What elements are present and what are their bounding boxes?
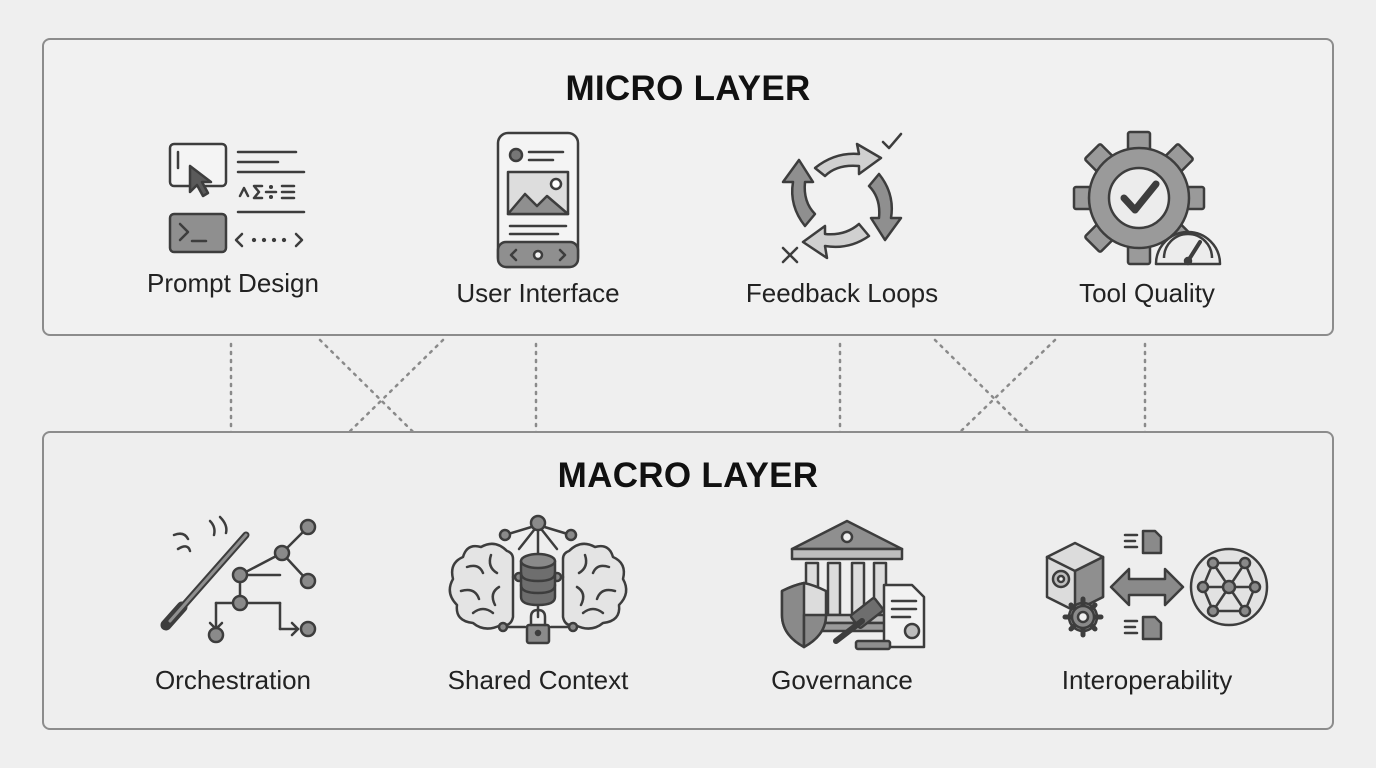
baton-flow-icon (160, 515, 317, 644)
gear-check-gauge-icon (1072, 130, 1222, 266)
orchestration-label: Orchestration (154, 665, 312, 695)
governance-label: Governance (771, 665, 913, 695)
interoperability-label: Interoperability (1061, 665, 1233, 695)
prompt-design-item: Prompt Design (83, 130, 383, 299)
user-interface-label: User Interface (456, 278, 620, 308)
tool-quality-label: Tool Quality (1079, 278, 1215, 308)
orchestration-item: Orchestration (83, 513, 383, 696)
mobile-ui-icon (496, 131, 580, 269)
feedback-loops-item: Feedback Loops (692, 130, 992, 309)
institution-gavel-icon (780, 519, 926, 651)
micro-layer-title: MICRO LAYER (565, 69, 811, 108)
macro-layer-title: MACRO LAYER (557, 456, 819, 495)
exchange-network-icon (1045, 529, 1269, 641)
tool-quality-item: Tool Quality (997, 130, 1297, 309)
macro-layer-panel: MACRO LAYER (42, 431, 1334, 730)
prompt-design-icon (168, 142, 306, 254)
brains-database-icon (448, 514, 628, 645)
governance-item: Governance (692, 513, 992, 696)
feedback-cycle-icon (781, 132, 903, 264)
interoperability-item: Interoperability (997, 513, 1297, 696)
micro-layer-panel: MICRO LAYER (42, 38, 1334, 336)
shared-context-label: Shared Context (447, 665, 629, 695)
prompt-design-label: Prompt Design (147, 268, 319, 298)
user-interface-item: User Interface (388, 130, 688, 309)
shared-context-item: Shared Context (388, 513, 688, 696)
feedback-loops-label: Feedback Loops (745, 278, 939, 308)
